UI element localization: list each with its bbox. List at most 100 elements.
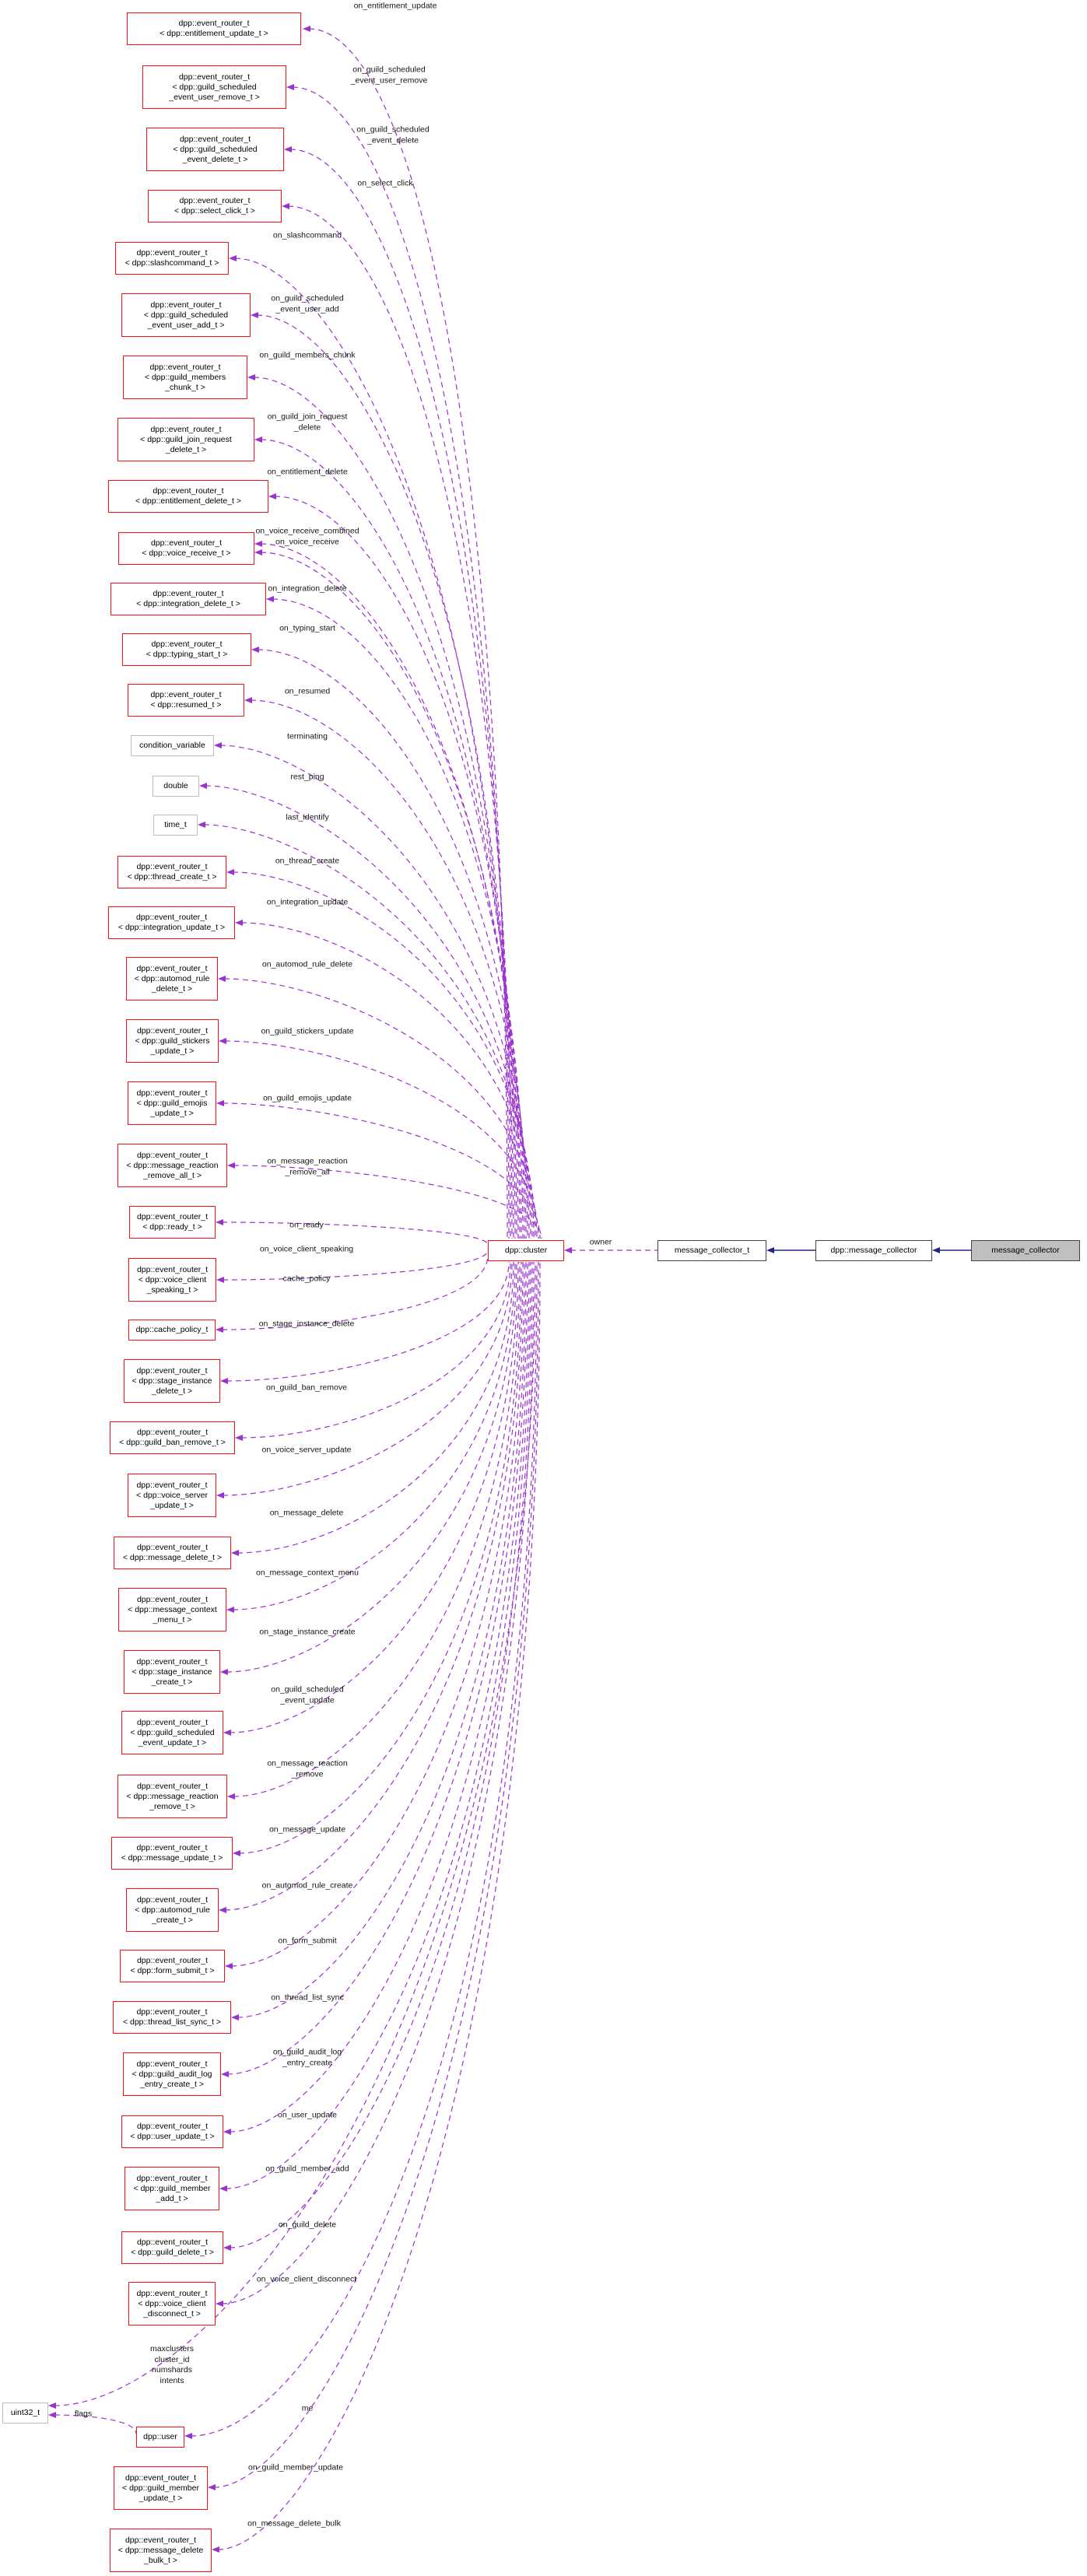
arrowhead-icon [212, 2546, 219, 2553]
arrowhead-icon [216, 1100, 224, 1106]
edge-label-flags: flags [74, 2409, 93, 2419]
node-label-line: _menu_t > [153, 1614, 192, 1624]
node-double[interactable]: double [153, 776, 199, 797]
edge-label-on_thread_list_sync: on_thread_list_sync [271, 1992, 344, 2003]
node-guild-members-chunk[interactable]: dpp::event_router_t< dpp::guild_members_… [123, 356, 247, 399]
node-label-line: _delete_t > [151, 983, 193, 994]
node-guild-audit-log-entry-create[interactable]: dpp::event_router_t< dpp::guild_audit_lo… [123, 2052, 221, 2096]
node-guild-member-add[interactable]: dpp::event_router_t< dpp::guild_member_a… [124, 2167, 219, 2210]
node-message-collector-t[interactable]: message_collector_t [657, 1240, 766, 1261]
edge-path-25 [221, 1255, 489, 1330]
node-label-line: _chunk_t > [165, 382, 205, 392]
node-message-delete[interactable]: dpp::event_router_t< dpp::message_delete… [114, 1537, 231, 1569]
node-cache-policy-t[interactable]: dpp::cache_policy_t [128, 1320, 216, 1341]
edge-path-24 [222, 1249, 489, 1281]
node-ready[interactable]: dpp::event_router_t< dpp::ready_t > [129, 1206, 216, 1239]
arrowhead-icon [229, 255, 237, 261]
node-voice-client-disconnect[interactable]: dpp::event_router_t< dpp::voice_client_d… [128, 2282, 216, 2325]
edge-label-on_guild_emojis_update: on_guild_emojis_update [263, 1093, 352, 1103]
node-label-line: dpp::event_router_t [136, 1894, 209, 1905]
edge-path-4 [234, 258, 514, 1239]
node-thread-list-sync[interactable]: dpp::event_router_t< dpp::thread_list_sy… [113, 2001, 231, 2034]
node-stage-instance-delete[interactable]: dpp::event_router_t< dpp::stage_instance… [124, 1359, 220, 1403]
node-label-line: dpp::event_router_t [151, 640, 223, 649]
edge-path-12 [257, 649, 527, 1239]
node-label-line: dpp::user [143, 2432, 177, 2441]
node-label-line: _update_t > [150, 1046, 195, 1056]
node-label-line: dpp::event_router_t [124, 2535, 197, 2545]
node-guild-scheduled-event-update[interactable]: dpp::event_router_t< dpp::guild_schedule… [121, 1711, 223, 1754]
node-label-line: _remove_t > [149, 1801, 195, 1811]
node-automod-rule-delete[interactable]: dpp::event_router_t< dpp::automod_rule_d… [126, 957, 218, 1001]
node-label-line: dpp::event_router_t [179, 134, 251, 144]
node-time-t[interactable]: time_t [153, 815, 198, 836]
node-guild-stickers-update[interactable]: dpp::event_router_t< dpp::guild_stickers… [126, 1019, 219, 1063]
node-form-submit[interactable]: dpp::event_router_t< dpp::form_submit_t … [120, 1950, 225, 1982]
node-guild-ban-remove[interactable]: dpp::event_router_t< dpp::guild_ban_remo… [110, 1421, 235, 1454]
node-dpp-message-collector[interactable]: dpp::message_collector [815, 1240, 932, 1261]
edge-path-1 [292, 86, 510, 1239]
arrowhead-icon [220, 1378, 228, 1384]
node-label-line: dpp::event_router_t [136, 1594, 209, 1604]
edge-label-on_guild_scheduled_event_user_remove: on_guild_scheduled_event_user_remove [350, 65, 428, 86]
node-message-delete-bulk[interactable]: dpp::event_router_t< dpp::message_delete… [110, 2529, 212, 2572]
node-voice-client-speaking[interactable]: dpp::event_router_t< dpp::voice_client_s… [128, 1258, 216, 1302]
node-message-update[interactable]: dpp::event_router_t< dpp::message_update… [111, 1837, 233, 1870]
arrowhead-icon [251, 312, 258, 318]
node-guild-scheduled-event-delete[interactable]: dpp::event_router_t< dpp::guild_schedule… [146, 128, 284, 171]
node-integration-update[interactable]: dpp::event_router_t< dpp::integration_up… [108, 906, 235, 939]
edge-label-on_stage_instance_delete: on_stage_instance_delete [258, 1319, 355, 1329]
node-message-reaction-remove-all[interactable]: dpp::event_router_t< dpp::message_reacti… [117, 1144, 227, 1187]
node-guild-delete[interactable]: dpp::event_router_t< dpp::guild_delete_t… [121, 2231, 223, 2264]
edge-path-47 [217, 1261, 541, 2550]
node-label-line: message_collector [991, 1246, 1060, 1255]
node-automod-rule-create[interactable]: dpp::event_router_t< dpp::automod_rule_c… [126, 1888, 219, 1932]
node-cluster[interactable]: dpp::cluster [488, 1240, 564, 1261]
node-guild-scheduled-event-user-remove[interactable]: dpp::event_router_t< dpp::guild_schedule… [142, 65, 286, 109]
node-resumed[interactable]: dpp::event_router_t< dpp::resumed_t > [128, 684, 244, 717]
node-user-update[interactable]: dpp::event_router_t< dpp::user_update_t … [121, 2115, 223, 2148]
edge-path-29 [237, 1261, 514, 1554]
node-entitlement-delete[interactable]: dpp::event_router_t< dpp::entitlement_de… [108, 480, 268, 513]
edge-path-40 [225, 1261, 531, 2189]
node-condition-variable[interactable]: condition_variable [131, 735, 214, 756]
node-message-collector[interactable]: message_collector [971, 1240, 1080, 1261]
node-label-line: dpp::event_router_t [136, 862, 208, 871]
node-label-line: dpp::event_router_t [136, 2059, 208, 2069]
node-uint32-t[interactable]: uint32_t [2, 2403, 48, 2424]
node-thread-create[interactable]: dpp::event_router_t< dpp::thread_create_… [117, 856, 226, 888]
node-guild-emojis-update[interactable]: dpp::event_router_t< dpp::guild_emojis_u… [128, 1081, 216, 1125]
node-typing-start[interactable]: dpp::event_router_t< dpp::typing_start_t… [122, 633, 251, 666]
node-guild-join-request-delete[interactable]: dpp::event_router_t< dpp::guild_join_req… [117, 418, 254, 461]
node-message-reaction-remove[interactable]: dpp::event_router_t< dpp::message_reacti… [117, 1775, 227, 1818]
edge-label-on_guild_scheduled_event_user_add: on_guild_scheduled_event_user_add [271, 293, 344, 314]
node-label-line: dpp::event_router_t [179, 196, 251, 205]
node-integration-delete[interactable]: dpp::event_router_t< dpp::integration_de… [110, 583, 266, 615]
edge-path-14 [219, 745, 530, 1239]
arrowhead-icon [225, 1963, 233, 1969]
arrowhead-icon [266, 596, 274, 602]
node-guild-member-update[interactable]: dpp::event_router_t< dpp::guild_member_u… [114, 2466, 208, 2510]
arrowhead-icon [282, 203, 289, 209]
node-voice-server-update[interactable]: dpp::event_router_t< dpp::voice_server_u… [128, 1474, 216, 1517]
node-entitlement-update[interactable]: dpp::event_router_t< dpp::entitlement_up… [127, 12, 301, 45]
edge-label-on_message_context_menu: on_message_context_menu [256, 1568, 359, 1578]
node-label-line: < dpp::resumed_t > [150, 700, 222, 710]
edge-path-7 [260, 439, 519, 1239]
node-stage-instance-create[interactable]: dpp::event_router_t< dpp::stage_instance… [124, 1650, 220, 1694]
edge-path-32 [229, 1261, 519, 1733]
edge-path-33 [233, 1261, 521, 1797]
edge-label-on_guild_member_add: on_guild_member_add [265, 2164, 349, 2174]
arrowhead-icon [223, 1730, 231, 1736]
node-select-click[interactable]: dpp::event_router_t< dpp::select_click_t… [148, 190, 282, 223]
arrowhead-icon [303, 26, 310, 32]
node-label-line: dpp::event_router_t [136, 1543, 209, 1552]
node-guild-scheduled-event-user-add[interactable]: dpp::event_router_t< dpp::guild_schedule… [121, 293, 251, 337]
arrowhead-icon [244, 697, 252, 703]
edge-label-on_voice_client_disconnect: on_voice_client_disconnect [256, 2274, 357, 2284]
node-voice-receive[interactable]: dpp::event_router_t< dpp::voice_receive_… [118, 532, 254, 565]
node-label-line: dpp::event_router_t [136, 1843, 208, 1852]
node-message-context-menu[interactable]: dpp::event_router_t< dpp::message_contex… [118, 1588, 226, 1631]
node-dpp-user[interactable]: dpp::user [136, 2427, 184, 2448]
node-slashcommand[interactable]: dpp::event_router_t< dpp::slashcommand_t… [115, 242, 229, 275]
